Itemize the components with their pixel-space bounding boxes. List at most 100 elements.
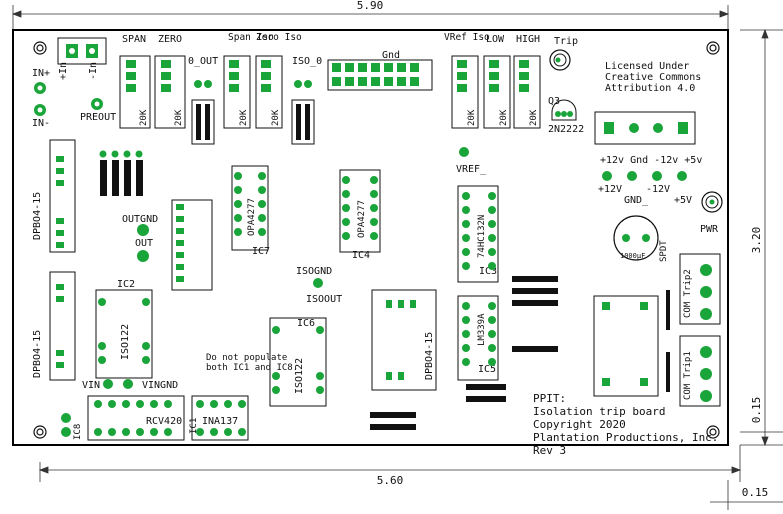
trip-led [549, 49, 571, 71]
label-psu-p5: +5V [674, 195, 692, 206]
label-vin: VIN [82, 380, 100, 391]
svg-text:20K: 20K [139, 109, 149, 126]
label-dpbo4-1: DPBO4-15 [32, 192, 43, 240]
trimpot-values: 20K 20K 20K 20K 20K 20K 20K [139, 109, 539, 126]
label-cap-1000: 1000µF [620, 252, 645, 260]
dip-ic7 [231, 165, 269, 251]
label-trip: Trip [554, 36, 578, 47]
label-outgnd: OUTGND [122, 214, 158, 225]
jumper-iso-o [291, 80, 315, 145]
label-ic6: IC6 [297, 318, 315, 329]
label-span: SPAN [122, 34, 146, 45]
label-q3: Q3 [548, 96, 560, 107]
label-ina137: INA137 [202, 416, 238, 427]
dip-ic5 [457, 295, 499, 381]
cap-1000uf [613, 215, 659, 261]
svg-text:20K: 20K [467, 109, 477, 126]
label-mux: 74HC132N [477, 215, 487, 258]
label-psu-m12: -12V [646, 184, 670, 195]
psu-pads [602, 171, 687, 181]
dimension-right-label: 3.20 [750, 227, 763, 254]
power-connector [594, 111, 696, 145]
label-psu: +12v Gnd -12v +5v [600, 155, 702, 166]
label-iso-o: ISO_0 [292, 56, 322, 67]
label-cmp: LM339A [477, 313, 487, 346]
label-plus-in: +In [58, 62, 69, 80]
label-isoout: ISOOUT [306, 294, 342, 305]
mounting-holes [33, 41, 720, 439]
resistor-bank-left [99, 150, 143, 196]
label-psu-gnd: GND_ [624, 195, 649, 206]
dip-ic6 [269, 317, 327, 407]
label-ic3: IC3 [479, 266, 497, 277]
dip-ic2 [95, 289, 153, 379]
pad-vin [103, 379, 113, 389]
dimension-bottom [38, 445, 783, 510]
label-o-out: 0_OUT [188, 56, 218, 67]
label-gnd: Gnd [382, 50, 400, 61]
label-minus-in: -In [88, 62, 99, 80]
misc-resistors [370, 276, 558, 430]
dimension-bottom-label: 5.60 [377, 474, 404, 487]
dip-ic3 [457, 185, 499, 283]
label-in-minus: IN- [32, 118, 50, 129]
dip-ic4 [339, 169, 381, 253]
dpbo4-module-1 [49, 139, 76, 253]
label-ic8: IC8 [73, 424, 83, 440]
label-q3-part: 2N2222 [548, 124, 584, 135]
label-out: OUT [135, 238, 153, 249]
svg-text:20K: 20K [499, 109, 509, 126]
title-block: PPIT: Isolation trip board Copyright 202… [533, 392, 725, 457]
label-dpbo4-2: DPBO4-15 [32, 330, 43, 378]
relay-area [593, 253, 721, 407]
gnd-header [327, 59, 433, 91]
pad-out [137, 250, 149, 262]
label-zero: ZERO [158, 34, 182, 45]
pad-outgnd [137, 224, 149, 236]
label-low: LOW [486, 34, 505, 45]
dip-ic1 [191, 395, 249, 441]
pad-isognd [313, 278, 323, 288]
label-vingnd: VINGND [142, 380, 178, 391]
label-ic7: IC7 [252, 246, 270, 257]
label-zero-iso: Zero Iso [256, 32, 302, 43]
dip-rcv420 [87, 395, 185, 441]
label-ic1: IC1 [189, 418, 199, 434]
label-opa-a: OPA4277 [247, 198, 257, 236]
dimension-right [740, 28, 783, 447]
label-rcv: RCV420 [146, 416, 182, 427]
label-ic5: IC5 [478, 364, 496, 375]
label-high: HIGH [516, 34, 540, 45]
input-connector [57, 37, 107, 65]
label-dpbo4-3: DPBO4-15 [424, 332, 435, 380]
pad-vingnd [123, 379, 133, 389]
label-vref-iso: VRef Iso [444, 32, 490, 43]
label-vref: VREF_ [456, 164, 487, 175]
label-isognd: ISOGND [296, 266, 332, 277]
label-relay-trip2: COM Trip2 [683, 269, 693, 318]
dimension-top [11, 5, 730, 30]
svg-text:20K: 20K [239, 109, 249, 126]
dpbo4-module-3 [371, 289, 437, 391]
dpbo4-module-2 [49, 271, 76, 381]
pwr-led [701, 191, 723, 213]
label-iso-a: ISO122 [120, 324, 131, 360]
q3-transistor [551, 99, 577, 121]
label-pwr: PWR [700, 224, 719, 235]
label-preout: PREOUT [80, 112, 116, 123]
svg-text:20K: 20K [174, 109, 184, 126]
trimpots [119, 55, 541, 129]
resistor-array [171, 199, 213, 291]
label-psu-p12: +12V [598, 184, 622, 195]
label-ic2: IC2 [117, 279, 135, 290]
relay-pads [602, 264, 712, 402]
trimpot-pads [126, 60, 529, 92]
label-opa-b: OPA4277 [357, 200, 367, 238]
label-relay-trip1: COM Trip1 [683, 351, 693, 400]
svg-text:20K: 20K [529, 109, 539, 126]
svg-text:20K: 20K [271, 109, 281, 126]
dimension-right-small: 0.15 [750, 397, 763, 424]
label-no-populate: Do not populate both IC1 and IC8. [206, 353, 298, 373]
